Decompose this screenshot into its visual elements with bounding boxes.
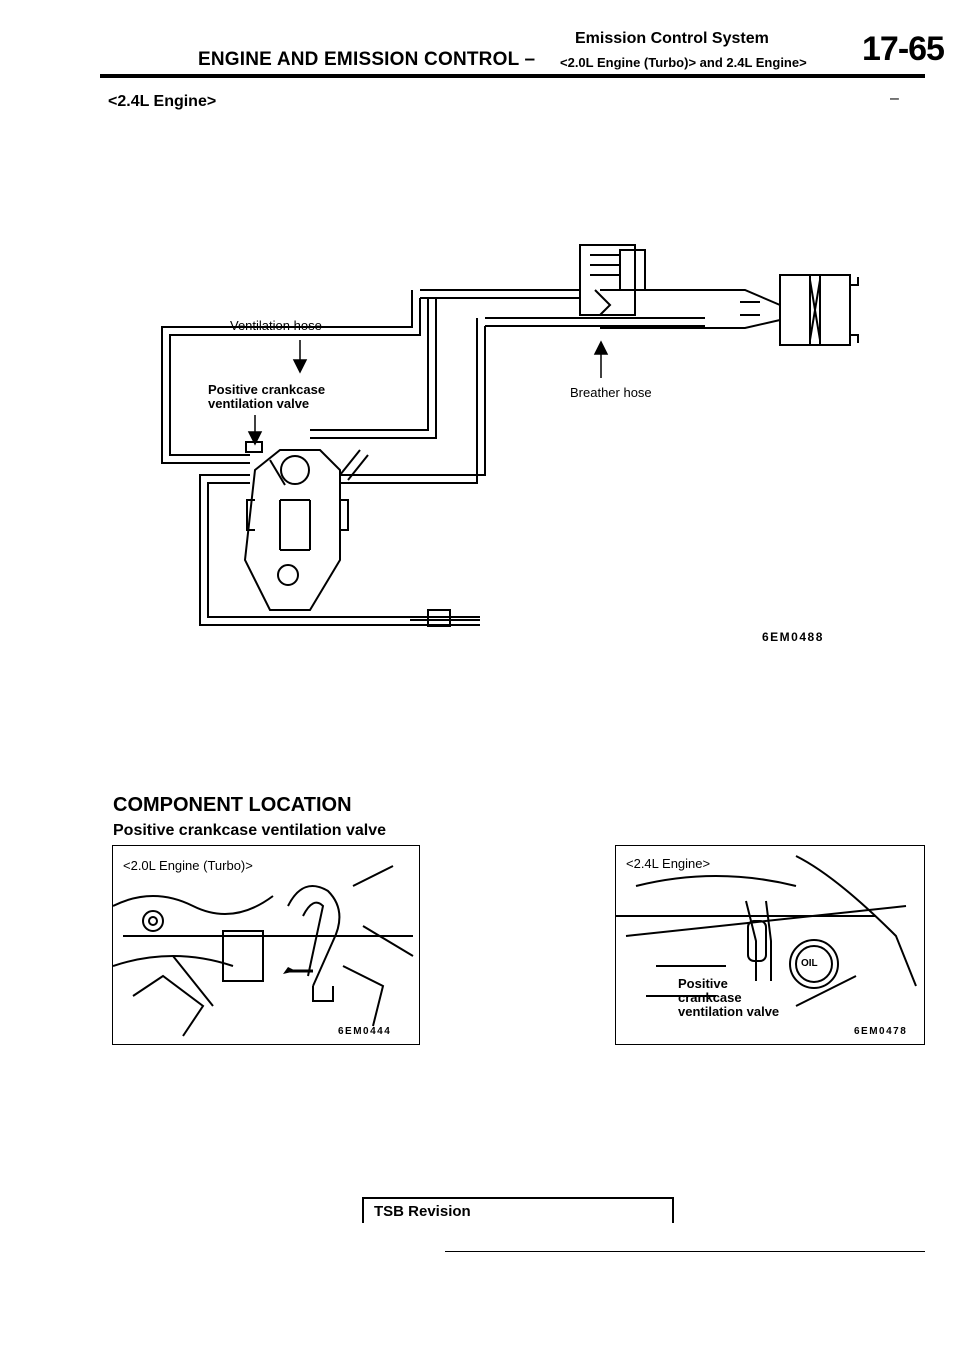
oil-cap-text: OIL xyxy=(801,958,818,969)
photo-right-label-line2: crankcase xyxy=(678,990,742,1005)
header-title: ENGINE AND EMISSION CONTROL – xyxy=(198,49,536,70)
label-pcv-valve-line1: Positive crankcase xyxy=(208,382,326,397)
label-pcv-valve-line2: ventilation valve xyxy=(208,396,310,411)
tsb-revision-box: TSB Revision xyxy=(362,1197,674,1223)
footer-rule xyxy=(445,1251,925,1252)
subheading: <2.4L Engine> xyxy=(108,93,217,110)
section-title: COMPONENT LOCATION xyxy=(113,794,352,816)
subheading-dash: – xyxy=(890,90,899,107)
photo-2.0l-engine: <2.0L Engine (Turbo)> 6EM0444 xyxy=(112,845,420,1045)
header-subtitle: Emission Control System xyxy=(575,30,769,47)
photo-left-code: 6EM0444 xyxy=(338,1026,392,1037)
pcv-system-diagram: Ventilation hose Positive crankcase vent… xyxy=(160,230,880,655)
photo-right-label-line1: Positive xyxy=(678,976,728,991)
label-breather-hose: Breather hose xyxy=(568,385,654,400)
page-number: 17-65 xyxy=(862,30,945,68)
pcv-diagram-drawing xyxy=(161,244,859,627)
header-rule xyxy=(100,74,925,78)
photo-2.4l-engine: OIL <2.4L Engine> Positive crankcase ven… xyxy=(615,845,925,1045)
header-variant: <2.0L Engine (Turbo)> and 2.4L Engine> xyxy=(560,55,807,70)
intake-manifold xyxy=(579,244,636,316)
tsb-revision-label: TSB Revision xyxy=(374,1203,471,1220)
photo-left-caption: <2.0L Engine (Turbo)> xyxy=(123,858,253,873)
photo-right-label-line3: ventilation valve xyxy=(678,1004,780,1019)
photo-right-code: 6EM0478 xyxy=(854,1026,908,1037)
section-subtitle: Positive crankcase ventilation valve xyxy=(113,822,387,839)
engine-block xyxy=(243,449,341,611)
engine-2.4l-drawing: OIL xyxy=(616,855,917,1007)
label-ventilation-hose: Ventilation hose xyxy=(230,318,322,333)
diagram-code: 6EM0488 xyxy=(762,630,824,644)
photo-right-caption: <2.4L Engine> xyxy=(626,856,711,871)
air-cleaner-box xyxy=(779,274,851,346)
engine-2.0l-drawing xyxy=(113,865,414,1037)
